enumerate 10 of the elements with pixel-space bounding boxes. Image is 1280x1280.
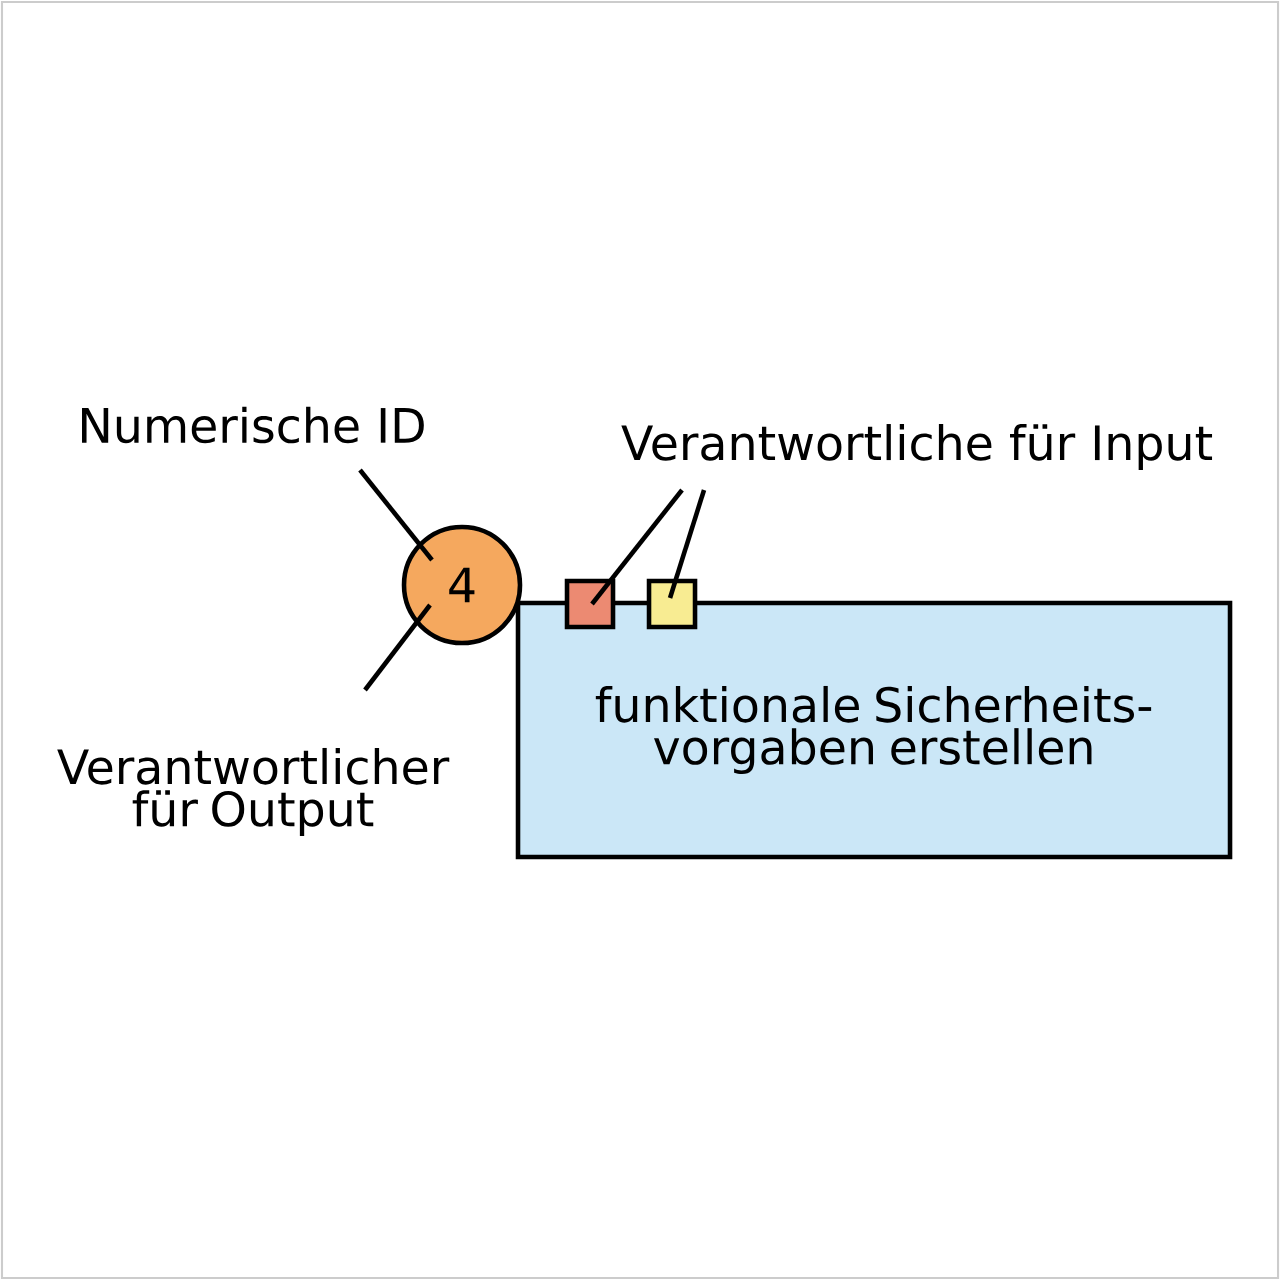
callout-text: Numerische ID	[82, 406, 424, 444]
callout-text: Verantwortliche für Input	[621, 424, 1213, 470]
leader-line	[590, 488, 684, 606]
input-square	[564, 578, 616, 630]
callout-text: Verantwortlicher für Output	[57, 747, 450, 837]
input-square	[646, 578, 698, 630]
leader-line	[667, 489, 707, 599]
leader-line	[363, 603, 432, 692]
leader-line	[358, 468, 434, 562]
process-box: funktionale Sicherheits- vorgaben erstellen	[515, 600, 1233, 860]
